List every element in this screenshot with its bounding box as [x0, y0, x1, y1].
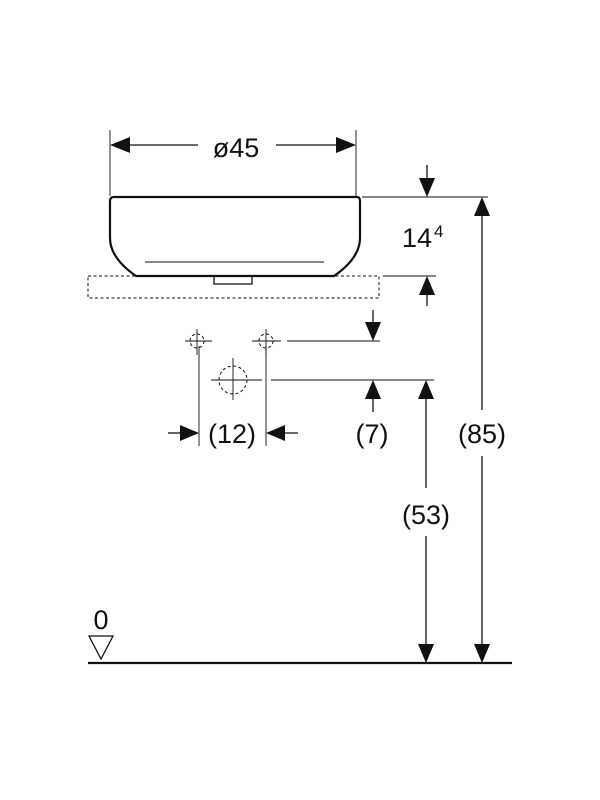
level-marker-icon: [87, 635, 115, 661]
arrow-up-icon: [474, 197, 490, 216]
arrow-up-icon: [419, 276, 435, 295]
arrow-up-icon: [365, 380, 381, 399]
arrow-left-icon: [110, 137, 130, 153]
arrow-right-icon: [336, 137, 356, 153]
valve-offset-label: (7): [356, 419, 389, 449]
valve-spacing-label: (12): [208, 419, 256, 449]
diameter-label: ø45: [213, 133, 260, 163]
arrow-right-icon: [180, 425, 199, 441]
total-height-label: (85): [458, 419, 506, 449]
drain-height-dimension: (53): [402, 380, 450, 663]
arrow-down-icon: [418, 644, 434, 663]
arrow-down-icon: [365, 322, 381, 341]
arrow-up-icon: [418, 380, 434, 399]
basin-bowl: [108, 195, 362, 285]
floor-level: 0: [87, 605, 512, 665]
valve-symbols: [185, 329, 434, 400]
valve-offset-dimension: (7): [356, 310, 389, 449]
valve-spacing-dimension: (12): [168, 346, 298, 449]
drain-height-label: (53): [402, 500, 450, 530]
drain-outlet: [213, 276, 253, 285]
total-height-dimension: (85): [458, 197, 506, 663]
diameter-dimension: ø45: [109, 130, 357, 196]
floor-level-label: 0: [93, 605, 108, 635]
arrow-down-icon: [474, 644, 490, 663]
arrow-down-icon: [419, 178, 435, 197]
countertop-outline: [87, 275, 380, 299]
arrow-left-icon: [266, 425, 285, 441]
